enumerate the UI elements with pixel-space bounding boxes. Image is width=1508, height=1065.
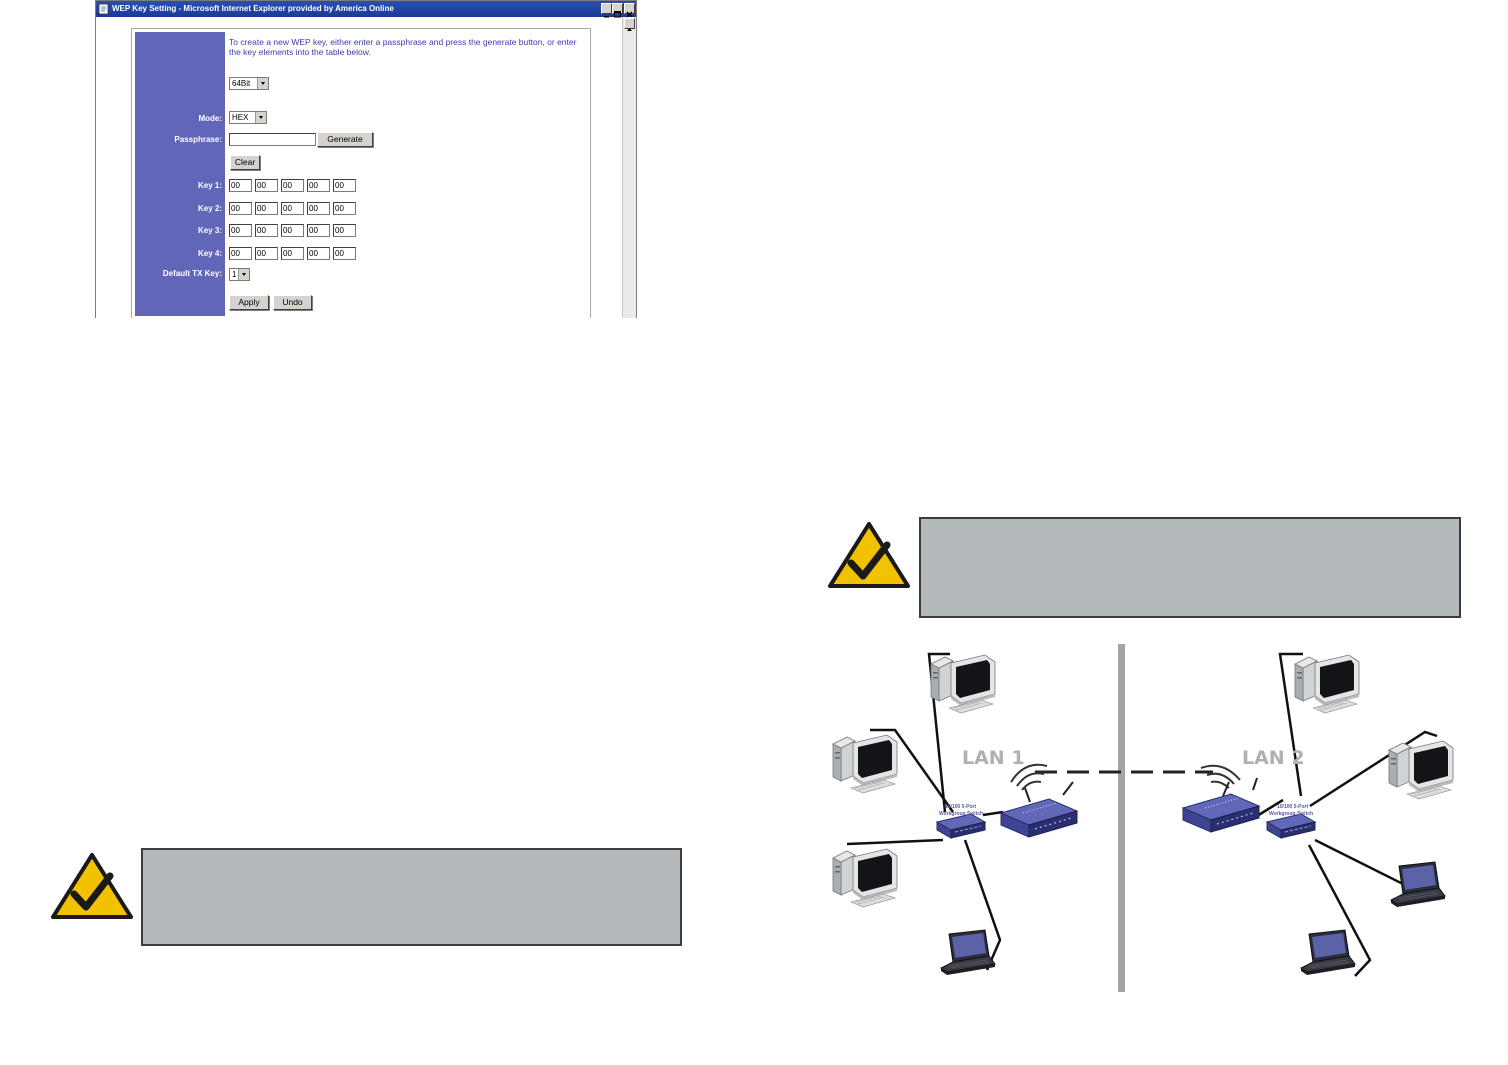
router-icon [1182,793,1260,833]
laptop-icon [1390,861,1446,908]
vertical-scrollbar[interactable] [622,17,636,318]
lan1-label: LAN 1 [962,747,1025,769]
key-2-byte-5[interactable]: 00 [333,202,356,215]
note-box-left [141,848,682,946]
passphrase-input[interactable] [229,133,316,146]
lan2-cables [1256,652,1438,977]
close-icon [626,11,633,18]
minimize-button[interactable] [601,3,612,18]
router-icon [1000,798,1078,838]
key-4-byte-2[interactable]: 00 [255,247,278,260]
network-divider [1118,644,1125,992]
signal-waves-icon [1010,763,1048,791]
default-tx-key-select[interactable]: 1 [229,268,250,281]
key-3-label: Key 3: [197,226,222,235]
key-1-label: Key 1: [197,181,222,190]
laptop-icon [940,929,996,976]
key-4-byte-4[interactable]: 00 [307,247,330,260]
label-column [135,32,225,316]
key-2-byte-4[interactable]: 00 [307,202,330,215]
lan1-switch-label-line1: 10/100 5-Port [945,804,976,810]
lan1-router [1000,763,1078,838]
key-1-byte-1[interactable]: 00 [229,179,252,192]
key-1-byte-4[interactable]: 00 [307,179,330,192]
maximize-icon [614,11,621,18]
window-title: WEP Key Setting - Microsoft Internet Exp… [112,4,394,13]
lan2-switch-label-line1: 10/100 5-Port [1277,804,1308,810]
lan2-router [1182,764,1260,833]
default-tx-key-value: 1 [232,270,237,279]
switch-icon [936,813,986,839]
encryption-select[interactable]: 64Bit [229,77,269,90]
passphrase-label: Passphrase: [174,135,222,144]
key-1-byte-5[interactable]: 00 [333,179,356,192]
desktop-computer-icon [1294,654,1360,714]
key-1-byte-2[interactable]: 00 [255,179,278,192]
apply-button[interactable]: Apply [229,295,269,310]
lan2-label: LAN 2 [1242,747,1305,769]
encryption-select-value: 64Bit [232,79,251,88]
laptop-icon [1300,929,1356,976]
ie-page-icon [98,3,109,15]
key-2-byte-3[interactable]: 00 [281,202,304,215]
mode-select-value: HEX [232,113,249,122]
minimize-icon [604,16,609,18]
note-box-right [919,517,1461,618]
chevron-down-icon [238,269,249,280]
warning-check-icon [51,853,133,919]
switch-icon [1266,813,1316,839]
ie-window: WEP Key Setting - Microsoft Internet Exp… [95,0,637,318]
scroll-up-button[interactable] [624,18,635,31]
maximize-button[interactable] [612,3,623,18]
key-4-byte-5[interactable]: 00 [333,247,356,260]
chevron-up-icon [627,28,632,31]
key-3-byte-1[interactable]: 00 [229,224,252,237]
lan2-switch-label-line2: Workgroup Switch [1269,811,1313,817]
chevron-down-icon [257,78,268,89]
intro-text: To create a new WEP key, either enter a … [229,37,577,57]
network-diagram: LAN 1 LAN 2 10/100 5-Port Workgroup Swit… [832,644,1454,992]
warning-check-icon [828,522,910,588]
chevron-down-icon [255,112,266,123]
key-2-byte-1[interactable]: 00 [229,202,252,215]
undo-button[interactable]: Undo [273,295,312,310]
default-tx-key-label: Default TX Key: [162,269,222,278]
key-3-byte-4[interactable]: 00 [307,224,330,237]
desktop-computer-icon [1388,740,1454,800]
key-4-byte-3[interactable]: 00 [281,247,304,260]
lan1-switch-label-line2: Workgroup Switch [939,811,983,817]
key-1-byte-3[interactable]: 00 [281,179,304,192]
mode-select[interactable]: HEX [229,111,267,124]
key-2-byte-2[interactable]: 00 [255,202,278,215]
signal-waves-icon [1200,764,1241,789]
key-3-byte-3[interactable]: 00 [281,224,304,237]
key-4-label: Key 4: [197,249,222,258]
wep-key-form: To create a new WEP key, either enter a … [131,28,591,318]
desktop-computer-icon [832,734,898,794]
desktop-computer-icon [832,848,898,908]
clear-button[interactable]: Clear [230,155,260,170]
desktop-computer-icon [930,654,996,714]
key-4-byte-1[interactable]: 00 [229,247,252,260]
key-3-byte-5[interactable]: 00 [333,224,356,237]
generate-button[interactable]: Generate [317,132,373,147]
key-2-label: Key 2: [197,204,222,213]
close-button[interactable] [624,3,635,18]
mode-label: Mode: [198,114,222,123]
title-bar: WEP Key Setting - Microsoft Internet Exp… [96,1,636,18]
key-3-byte-2[interactable]: 00 [255,224,278,237]
